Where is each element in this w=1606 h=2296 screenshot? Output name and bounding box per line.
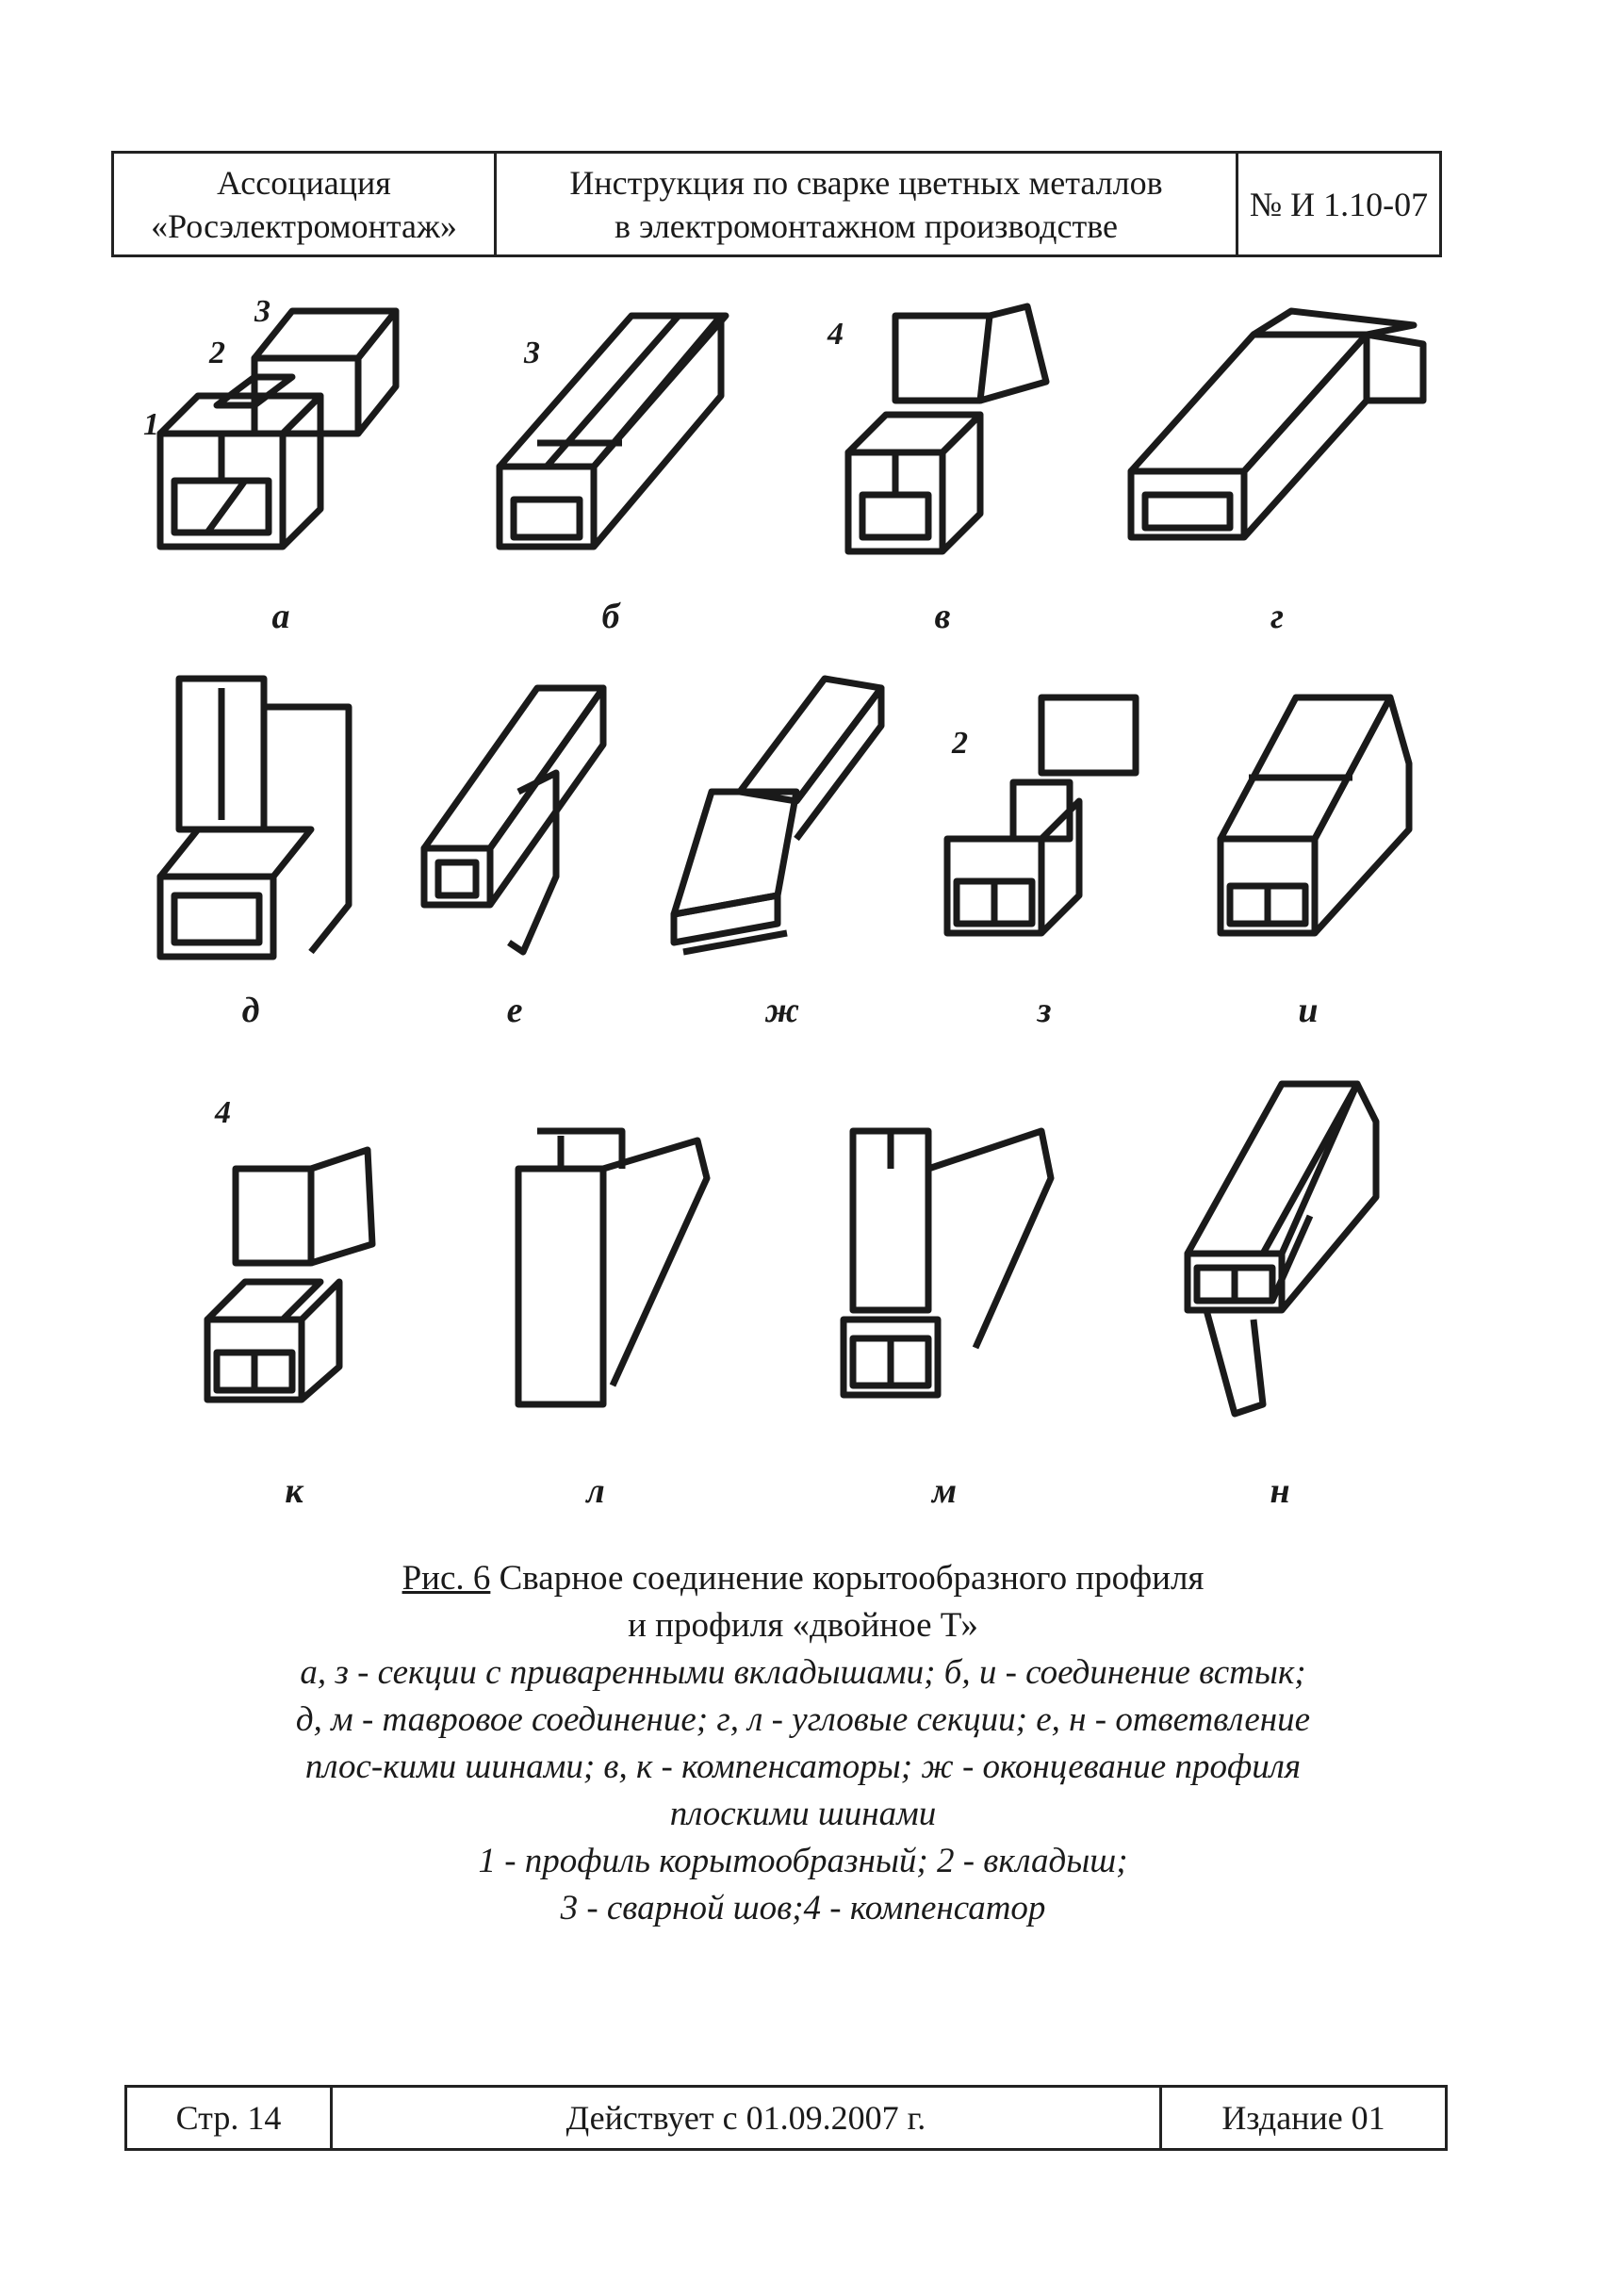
valid-from-cell: Действует с 01.09.2007 г. xyxy=(333,2088,1162,2148)
organization-line2: «Росэлектромонтаж» xyxy=(151,206,457,245)
callout-4-k: 4 xyxy=(215,1095,231,1130)
drawing-m-tee-joint xyxy=(834,1112,1060,1414)
label-d: д xyxy=(241,991,260,1030)
edition: Издание 01 xyxy=(1221,2099,1385,2137)
callout-2: 2 xyxy=(209,336,225,370)
callout-4: 4 xyxy=(828,317,844,352)
organization-cell: Ассоциация «Росэлектромонтаж» xyxy=(114,154,497,254)
drawing-a-welded-inserts xyxy=(141,292,400,575)
caption-title-line2: и профиля «двойное Т» xyxy=(628,1606,978,1645)
drawing-d-tee-joint xyxy=(151,669,358,961)
drawing-b-butt-joint xyxy=(490,302,729,561)
caption-title-line1: Рис. 6 Сварное соединение корытообразног… xyxy=(188,1555,1418,1602)
document-number-cell: № И 1.10-07 xyxy=(1238,154,1439,254)
figure-caption: Рис. 6 Сварное соединение корытообразног… xyxy=(188,1555,1418,1932)
drawing-i-butt-joint xyxy=(1211,679,1428,952)
label-l: л xyxy=(586,1471,605,1511)
drawing-k-compensator xyxy=(198,1131,386,1414)
label-k: к xyxy=(285,1471,303,1511)
drawing-zh-termination xyxy=(655,669,900,961)
page-number: Стр. 14 xyxy=(175,2099,282,2137)
legend-line3: плос-кими шинами; в, к - компенсаторы; ж… xyxy=(304,1747,1302,1786)
callout-1: 1 xyxy=(143,407,159,442)
figure-reference: Рис. 6 xyxy=(402,1559,491,1598)
page-number-cell: Стр. 14 xyxy=(127,2088,333,2148)
document-title-line1: Инструкция по сварке цветных металлов xyxy=(569,163,1163,202)
label-a: а xyxy=(271,597,290,636)
legend-line4: плоскими шинами xyxy=(669,1795,937,1833)
organization-line1: Ассоциация xyxy=(217,163,391,202)
drawing-v-compensator xyxy=(839,297,1056,566)
label-i: и xyxy=(1298,991,1319,1030)
document-number: № И 1.10-07 xyxy=(1249,185,1429,223)
callout-3-b: 3 xyxy=(524,336,540,370)
drawing-z-welded-inserts xyxy=(938,679,1155,952)
label-e: е xyxy=(506,991,523,1030)
label-zh: ж xyxy=(764,991,800,1030)
legend-line5: 1 - профиль корытообразный; 2 - вкладыш; xyxy=(478,1842,1128,1880)
edition-cell: Издание 01 xyxy=(1162,2088,1445,2148)
document-title-line2: в электромонтажном производстве xyxy=(615,206,1118,245)
document-title-cell: Инструкция по сварке цветных металлов в … xyxy=(497,154,1238,254)
label-z: з xyxy=(1037,991,1052,1030)
callout-3: 3 xyxy=(254,294,270,329)
label-v: в xyxy=(934,597,951,636)
legend-line6: 3 - сварной шов;4 - компенсатор xyxy=(560,1889,1046,1927)
document-header: Ассоциация «Росэлектромонтаж» Инструкция… xyxy=(111,151,1442,257)
label-b: б xyxy=(601,597,620,636)
valid-from: Действует с 01.09.2007 г. xyxy=(565,2099,926,2137)
legend-line1: а, з - секции с приваренными вкладышами;… xyxy=(300,1653,1306,1692)
legend-line2: д, м - тавровое соединение; г, л - углов… xyxy=(295,1700,1311,1739)
figure-6: 1 2 3 3 4 xyxy=(141,292,1433,1511)
callout-2-z: 2 xyxy=(952,726,968,761)
label-n: н xyxy=(1270,1471,1290,1511)
drawing-e-branch-flat-bars xyxy=(415,669,622,961)
caption-title-text: Сварное соединение корытообразного профи… xyxy=(499,1559,1204,1598)
drawing-g-corner-section xyxy=(1122,306,1433,542)
document-footer: Стр. 14 Действует с 01.09.2007 г. Издани… xyxy=(124,2085,1448,2151)
drawing-n-branch-flat-bars xyxy=(1178,1065,1385,1423)
drawing-l-corner-section xyxy=(509,1122,716,1414)
label-m: м xyxy=(931,1471,958,1511)
label-g: г xyxy=(1270,597,1285,636)
